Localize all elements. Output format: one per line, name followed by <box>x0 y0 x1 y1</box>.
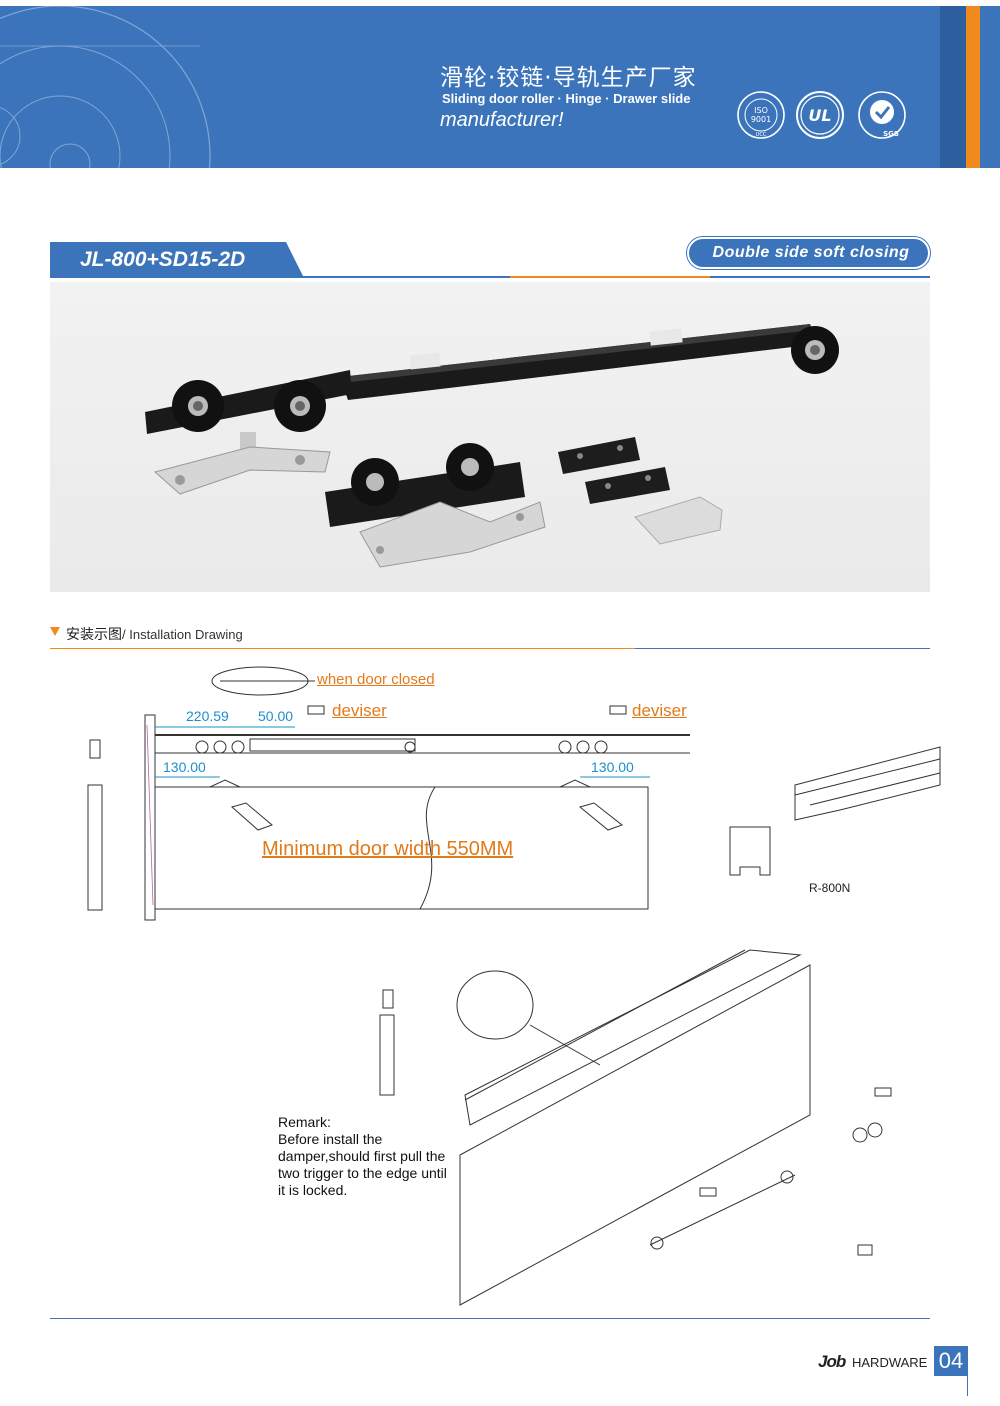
dimension-220: 220.59 <box>186 708 229 724</box>
feature-badge-text: Double side soft closing <box>712 244 910 261</box>
banner-background <box>0 6 940 168</box>
stripe-dark-blue <box>940 6 966 168</box>
feature-badge <box>687 237 930 269</box>
roller-assembly-illustration <box>145 324 839 568</box>
iso-9001-certification-icon: ISO 9001 UCC <box>737 91 785 139</box>
dimension-50: 50.00 <box>258 708 294 724</box>
minimum-door-width-label: Minimum door width 550MM <box>262 838 514 860</box>
frame-right-edge <box>967 1346 968 1396</box>
stripe-blue <box>980 6 1000 168</box>
header-title-en: Sliding door roller · Hinge · Drawer sli… <box>442 91 691 106</box>
model-number: JL-800+SD15-2D <box>80 248 246 271</box>
product-photo <box>50 282 930 592</box>
dimension-130-left: 130.00 <box>163 759 206 775</box>
section-underline-accent <box>50 648 635 649</box>
svg-text:UL: UL <box>808 106 831 125</box>
when-door-closed-label: when door closed <box>317 671 435 688</box>
sgs-certification-icon: SGS <box>858 91 906 139</box>
installation-section-title: 安装示图/ Installation Drawing <box>66 624 243 644</box>
installation-technical-drawing <box>87 666 941 1306</box>
header-banner <box>0 6 1000 168</box>
header-title-cn: 滑轮·铰链·导轨生产厂家 <box>440 65 697 91</box>
svg-text:9001: 9001 <box>751 115 771 124</box>
installation-title-cn: 安装示图 <box>66 627 122 643</box>
title-underline-accent <box>510 276 710 278</box>
track-model-label: R-800N <box>809 881 851 895</box>
deviser-label-right: deviser <box>632 701 687 720</box>
footer-brand: HARDWARE <box>852 1355 928 1370</box>
ul-certification-icon: UL <box>796 91 844 139</box>
footer-line <box>50 1318 930 1319</box>
dimension-130-right: 130.00 <box>591 759 634 775</box>
header-manufacturer: manufacturer! <box>440 109 564 131</box>
footer-logo: Job <box>818 1352 846 1371</box>
section-triangle-icon <box>50 627 60 636</box>
stripe-orange <box>966 6 980 168</box>
installation-title-en: / Installation Drawing <box>122 627 243 642</box>
svg-text:SGS: SGS <box>883 130 899 138</box>
svg-text:ISO: ISO <box>754 106 768 115</box>
svg-text:UCC: UCC <box>756 132 767 138</box>
model-title-tab <box>50 242 304 278</box>
deviser-label-left: deviser <box>332 701 387 720</box>
page-number: 04 <box>934 1346 968 1376</box>
banner-circles-decoration <box>0 6 211 168</box>
remark-text: Remark: Before install the damper,should… <box>278 1114 447 1198</box>
